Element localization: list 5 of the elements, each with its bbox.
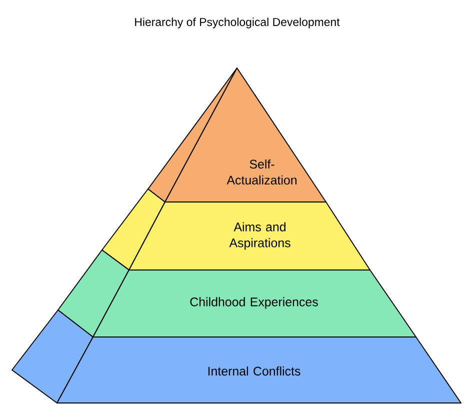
- pyramid-level: Childhood Experiences: [58, 250, 416, 338]
- pyramid-level: Internal Conflicts: [12, 310, 462, 404]
- pyramid-level: Aims and Aspirations: [102, 188, 370, 270]
- pyramid-level: Self-Actualization: [148, 68, 326, 202]
- title: Hierarchy of Psychological Development: [135, 18, 340, 28]
